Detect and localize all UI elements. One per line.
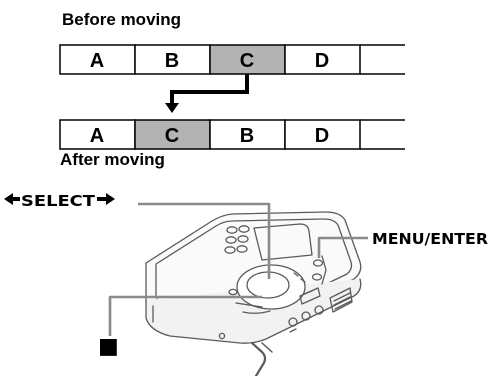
- track-cell: [59, 44, 136, 75]
- after-track-strip: A C B D: [59, 119, 405, 150]
- track-label: A: [90, 50, 104, 72]
- track-cell: [209, 119, 286, 150]
- track-label: D: [315, 125, 329, 147]
- track-label: B: [240, 125, 254, 147]
- right-arrow-icon: [97, 193, 115, 205]
- menu-enter-label: MENU/ENTER: [372, 230, 488, 248]
- menu-enter-button[interactable]: [312, 259, 324, 267]
- track-label: D: [315, 50, 329, 72]
- before-moving-title: Before moving: [62, 10, 181, 29]
- track-label: C: [165, 125, 179, 147]
- track-cell: [134, 44, 211, 75]
- select-leader-line: [138, 202, 271, 279]
- track-label: C: [240, 50, 254, 72]
- track-cell: [284, 44, 361, 75]
- track-cell: [59, 119, 136, 150]
- track-strip-open-end: [360, 44, 405, 75]
- minidisc-player-illustration: [145, 211, 362, 376]
- track-label: B: [165, 50, 179, 72]
- stop-icon: ■: [98, 334, 119, 359]
- move-arrow: [165, 74, 249, 113]
- left-arrow-icon: [4, 193, 20, 205]
- menu-enter-leader-line: [317, 236, 368, 258]
- track-label: A: [90, 125, 104, 147]
- headphone-cable: [250, 341, 267, 376]
- stop-leader-line: [108, 295, 262, 336]
- after-moving-title: After moving: [60, 150, 165, 169]
- track-cell: [134, 119, 211, 150]
- before-track-strip: A B C D: [59, 44, 405, 75]
- select-label-group: SELECT: [4, 192, 115, 210]
- track-cell: [284, 119, 361, 150]
- track-strip-open-end: [360, 119, 405, 150]
- select-label: SELECT: [21, 192, 96, 210]
- leader-lines: [108, 202, 368, 336]
